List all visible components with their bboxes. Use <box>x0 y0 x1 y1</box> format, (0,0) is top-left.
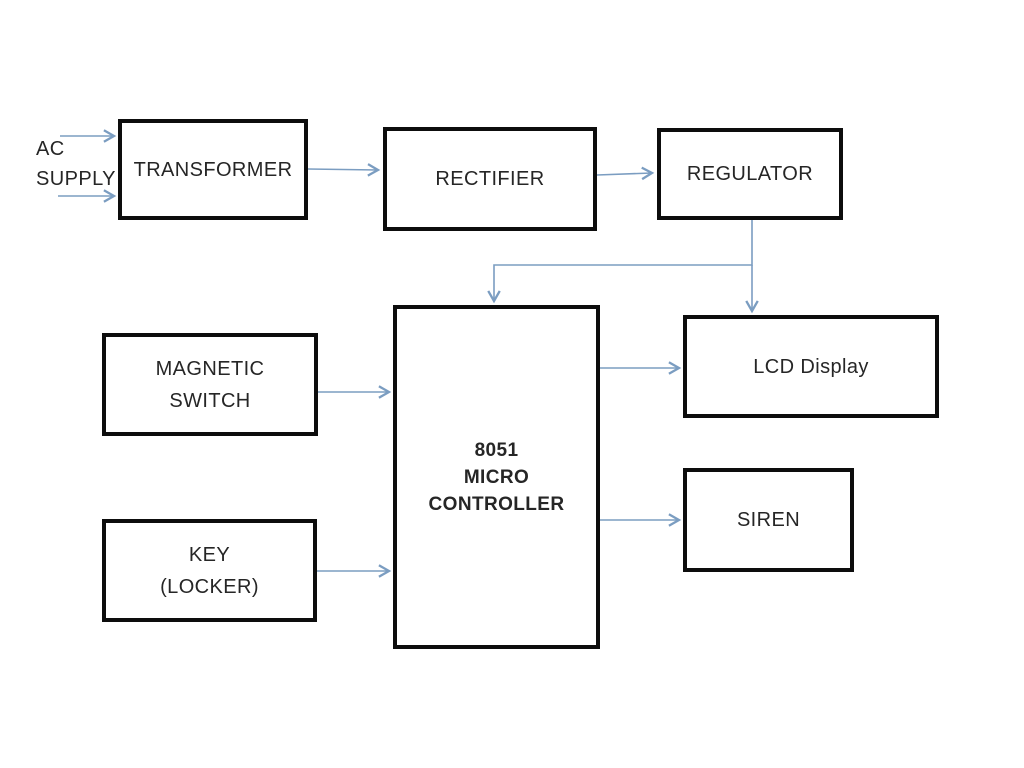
arrow-transformer-to-rectifier <box>307 163 381 177</box>
microcontroller-line2: MICRO <box>463 466 530 488</box>
magnetic-switch-block: MAGNETIC SWITCH <box>102 333 318 436</box>
key-locker-line1: KEY <box>188 543 231 566</box>
key-locker-block: KEY (LOCKER) <box>102 519 317 622</box>
key-locker-line2: (LOCKER) <box>160 575 259 598</box>
regulator-label: REGULATOR <box>686 163 814 185</box>
microcontroller-line1: 8051 <box>474 439 519 461</box>
ac-supply-line2: SUPPLY <box>36 168 116 190</box>
magnetic-switch-line1: MAGNETIC <box>155 357 265 380</box>
transformer-block: TRANSFORMER <box>118 119 308 220</box>
rectifier-block: RECTIFIER <box>383 127 597 231</box>
siren-label: SIREN <box>736 509 801 531</box>
microcontroller-line3: CONTROLLER <box>428 493 565 515</box>
regulator-block: REGULATOR <box>657 128 843 220</box>
rectifier-label: RECTIFIER <box>435 168 545 190</box>
ac-supply-label: AC SUPPLY <box>36 134 116 194</box>
microcontroller-block: 8051 MICRO CONTROLLER <box>393 305 600 649</box>
transformer-label: TRANSFORMER <box>133 158 293 181</box>
arrow-regulator-to-microcontroller <box>487 220 753 304</box>
arrow-rectifier-to-regulator <box>596 166 655 181</box>
lcd-display-label: LCD Display <box>753 355 869 378</box>
magnetic-switch-line2: SWITCH <box>169 389 251 412</box>
lcd-display-block: LCD Display <box>683 315 939 418</box>
siren-block: SIREN <box>683 468 854 572</box>
ac-supply-line1: AC <box>36 138 65 160</box>
